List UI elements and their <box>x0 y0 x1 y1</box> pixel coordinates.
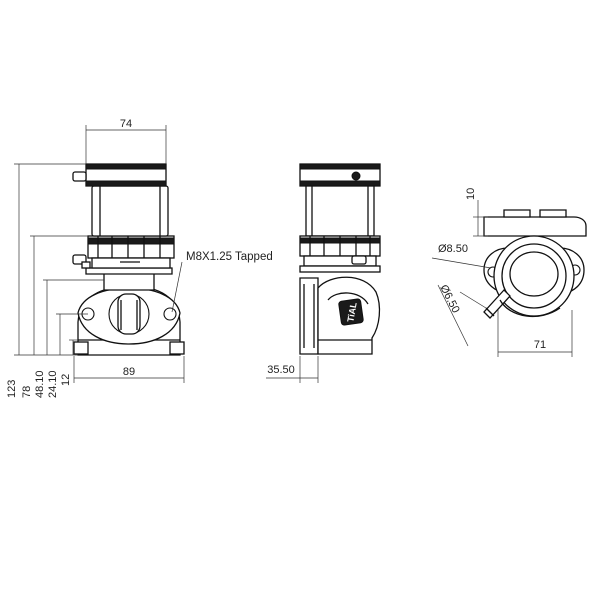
front-view <box>72 163 185 356</box>
svg-text:TiAL: TiAL <box>345 301 358 323</box>
side-dimensions: 35.50 <box>266 356 319 383</box>
dim-height-123: 123 <box>6 380 18 398</box>
dim-port-diameter: Ø6.50 <box>437 283 461 315</box>
dim-height-12: 12 <box>60 374 72 386</box>
thread-note: M8X1.25 Tapped <box>186 251 273 263</box>
plan-view <box>483 209 587 319</box>
dim-front-width: 74 <box>120 118 132 130</box>
top-vacuum-port <box>72 171 87 182</box>
front-flange <box>73 285 185 356</box>
front-dimensions: 74 89 123 78 48.10 24.10 12 M8X1.25 Tapp… <box>6 118 273 398</box>
dim-flange-width: 89 <box>123 366 135 378</box>
tial-logo: TiAL <box>338 298 364 326</box>
side-port-hole <box>351 171 361 181</box>
dim-plan-width: 71 <box>534 339 546 351</box>
dim-height-78: 78 <box>21 386 33 398</box>
plan-side-port <box>483 289 511 319</box>
dim-hole-diameter: Ø8.50 <box>438 243 468 255</box>
dim-flange-thickness: 10 <box>465 188 477 200</box>
plan-bore <box>509 251 559 297</box>
dim-side-offset: 35.50 <box>267 364 295 376</box>
side-view: TiAL <box>299 163 381 355</box>
dim-height-24-10: 24.10 <box>47 370 59 398</box>
dim-height-48-10: 48.10 <box>34 370 46 398</box>
front-flange-hole-right <box>163 307 177 321</box>
